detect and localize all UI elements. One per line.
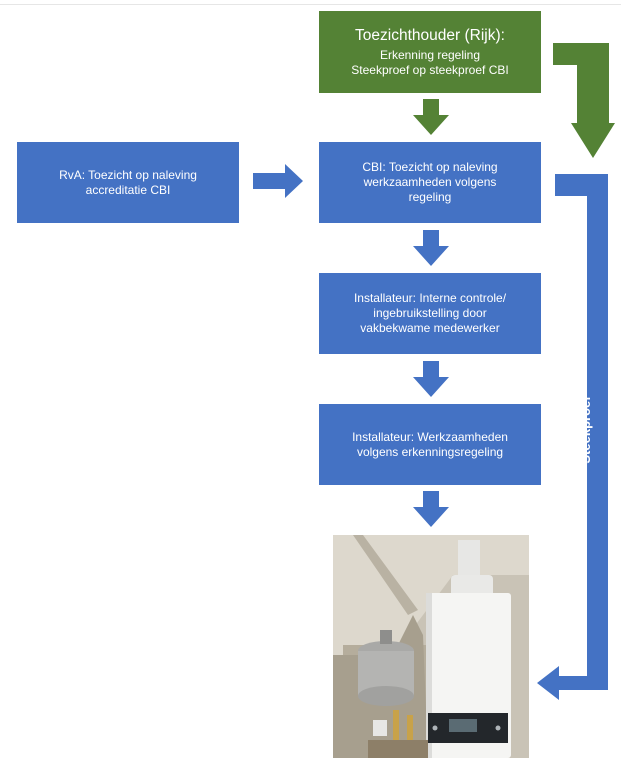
installateur-werk-line-2: volgens erkenningsregeling xyxy=(356,444,504,459)
steekproef-connector-icon xyxy=(537,174,608,700)
cbi-box: CBI: Toezicht op naleving werkzaamheden … xyxy=(319,142,541,223)
installateur-controle-line-2: ingebruikstelling door xyxy=(373,306,487,320)
cbi-line-1: CBI: Toezicht op naleving xyxy=(362,160,498,174)
installateur-werk-box: Installateur: Werkzaamheden volgens erke… xyxy=(319,404,541,485)
bent-arrow-down-icon xyxy=(553,43,615,158)
arrow-down-icon xyxy=(413,361,449,397)
installateur-controle-box: Installateur: Interne controle/ ingebrui… xyxy=(319,273,541,354)
rva-line-1: RvA: Toezicht op naleving xyxy=(59,167,197,182)
arrow-down-icon xyxy=(413,230,449,266)
toezichthouder-box: Toezichthouder (Rijk): Erkenning regelin… xyxy=(319,11,541,93)
installateur-controle-line-3: vakbekwame medewerker xyxy=(360,321,500,335)
rva-box: RvA: Toezicht op naleving accreditatie C… xyxy=(17,142,239,223)
arrow-down-icon xyxy=(413,491,449,527)
installateur-controle-line-1: Installateur: Interne controle/ xyxy=(353,291,507,305)
cbi-line-2: werkzaamheden volgens xyxy=(363,175,497,189)
top-divider xyxy=(0,4,621,5)
installateur-werk-line-1: Installateur: Werkzaamheden xyxy=(352,429,508,444)
arrow-down-icon xyxy=(413,99,449,135)
toezichthouder-title: Toezichthouder (Rijk): xyxy=(355,27,505,44)
steekproef-label: Steekproef xyxy=(578,396,593,464)
rva-line-2: accreditatie CBI xyxy=(85,182,171,197)
toezichthouder-line-2: Steekproef op steekproef CBI xyxy=(351,63,509,77)
toezichthouder-line-1: Erkenning regeling xyxy=(379,48,481,62)
arrow-right-icon xyxy=(253,164,303,198)
boiler-photo xyxy=(333,535,529,758)
cbi-line-3: regeling xyxy=(408,190,452,204)
